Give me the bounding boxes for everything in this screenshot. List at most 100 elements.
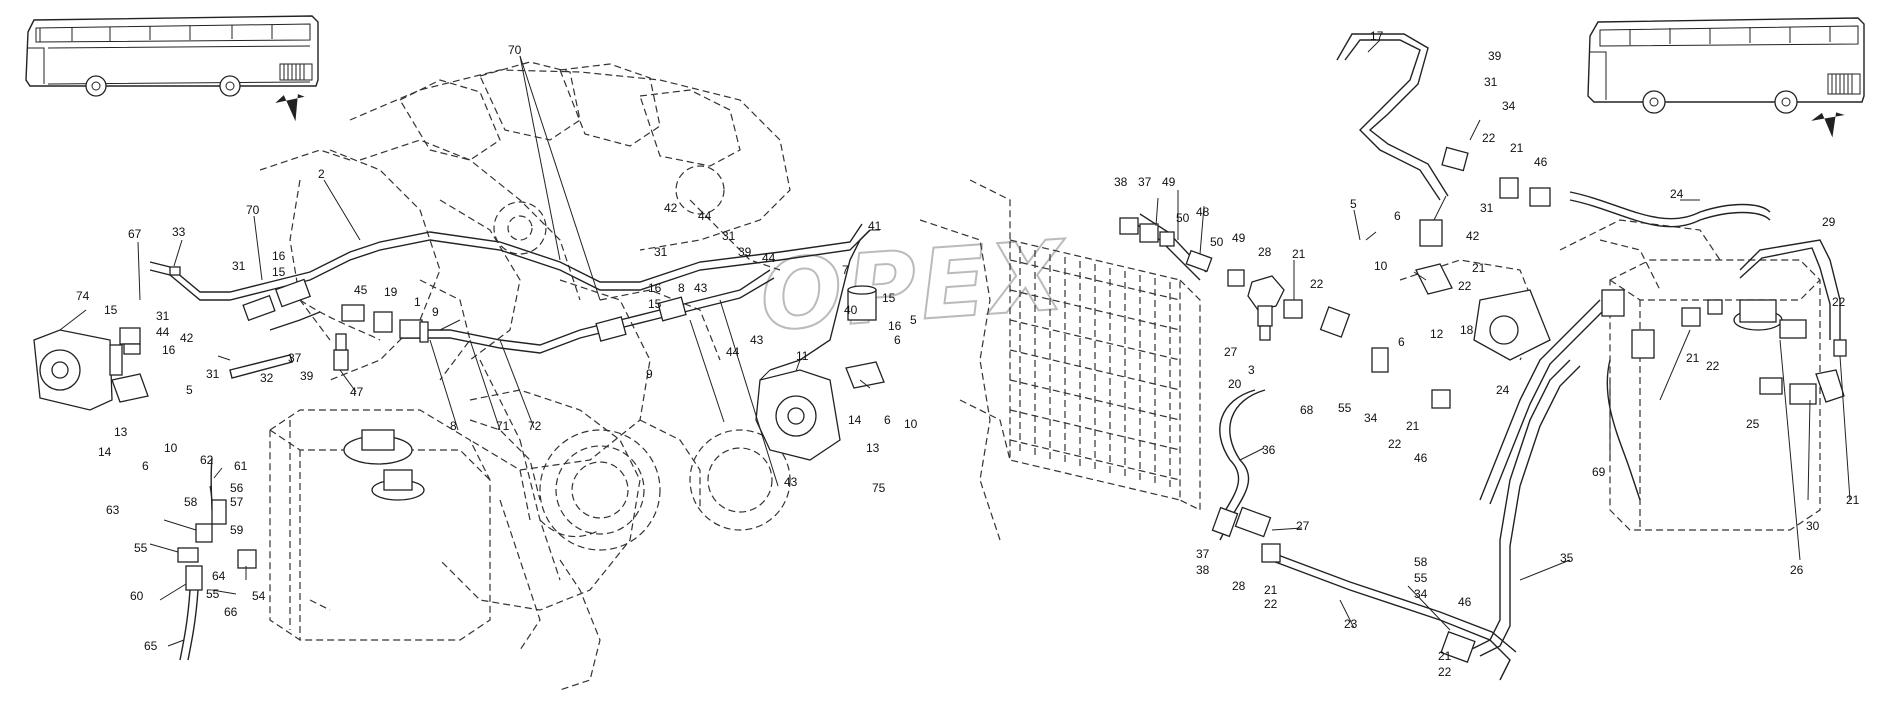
callout-label: 41 [868,219,882,233]
callout-label: 16 [162,343,176,357]
callout-label: 48 [1196,205,1210,219]
callout-label: 21 [1264,583,1278,597]
callout-label: 7 [842,263,849,277]
callout-label: 31 [654,245,668,259]
callout-label: 68 [1300,403,1314,417]
callout-label: 21 [1846,493,1860,507]
callout-label: 30 [1806,519,1820,533]
callout-label: 71 [496,419,510,433]
callout-label: 8 [450,419,457,433]
callout-label: 43 [750,333,764,347]
callout-label: 6 [1398,335,1405,349]
callout-label: 35 [1560,551,1574,565]
callout-label: 12 [1430,327,1444,341]
radiator [919,179,1201,541]
callout-label: 21 [1292,247,1306,261]
callout-label: 49 [1162,175,1176,189]
callout-label: 42 [1466,229,1480,243]
watermark: OPEX [757,219,1072,352]
callout-label: 21 [1472,261,1486,275]
callout-label: 8 [678,281,685,295]
callout-label: 2 [318,167,325,181]
callout-label: 67 [128,227,142,241]
callout-label: 31 [232,259,246,273]
callout-label: 44 [698,209,712,223]
callout-label: 21 [1438,649,1452,663]
callout-label: 55 [134,541,148,555]
callout-label: 39 [300,369,314,383]
callout-label: 10 [164,441,178,455]
callout-label: 28 [1232,579,1246,593]
callout-label: 34 [1364,411,1378,425]
callout-label: 36 [1262,443,1276,457]
callout-label: 50 [1210,235,1224,249]
callout-label: 43 [694,281,708,295]
callout-label: 70 [246,203,260,217]
components [33,146,1847,663]
callout-label: 42 [180,331,194,345]
callout-label: 58 [1414,555,1428,569]
callout-label: 65 [144,639,158,653]
callout-label: 31 [1484,75,1498,89]
callout-label: 27 [1224,345,1238,359]
callout-label: 22 [1264,597,1278,611]
callout-label: 22 [1458,279,1472,293]
callout-label: 72 [528,419,542,433]
callout-label: 24 [1496,383,1510,397]
callout-label: 15 [104,303,118,317]
callout-label: 37 [1138,175,1152,189]
callout-label: 19 [384,285,398,299]
callout-label: 21 [1686,351,1700,365]
callout-label: 33 [172,225,186,239]
callout-label: 15 [648,297,662,311]
callout-label: 44 [726,345,740,359]
callout-label: 13 [866,441,880,455]
bus-thumbnail-left [25,15,319,122]
callout-label: 37 [1196,547,1210,561]
callout-label: 44 [156,325,170,339]
bus-thumbnail-right [1587,17,1865,138]
callout-label: 55 [1414,571,1428,585]
callout-label: 29 [1822,215,1836,229]
engine-outline [259,61,791,691]
callout-label: 43 [784,475,798,489]
callout-label: 22 [1388,437,1402,451]
callout-label: 34 [1502,99,1516,113]
callout-label: 9 [646,367,653,381]
callout-label: 6 [884,413,891,427]
callout-label: 32 [260,371,274,385]
callout-label: 46 [1534,155,1548,169]
callout-label: 55 [206,587,220,601]
callout-label: 16 [648,281,662,295]
callout-label: 27 [1296,519,1310,533]
callout-label: 39 [1488,49,1502,63]
callout-label: 38 [1114,175,1128,189]
callout-label: 62 [200,453,214,467]
tank-right-outline [1399,219,1821,531]
callout-label: 63 [106,503,120,517]
callout-label: 75 [872,481,886,495]
callout-label: 21 [1510,141,1524,155]
callout-label: 31 [1480,201,1494,215]
callout-label: 14 [848,413,862,427]
callout-label: 47 [350,385,364,399]
callout-label: 16 [272,249,286,263]
callout-label: 44 [762,251,776,265]
callout-label: 26 [1790,563,1804,577]
callout-label: 22 [1482,131,1496,145]
callout-label: 24 [1670,187,1684,201]
callout-label: 34 [1414,587,1428,601]
callout-label: 6 [894,333,901,347]
callout-label: 42 [664,201,678,215]
callout-label: 55 [1338,401,1352,415]
callout-label: 13 [114,425,128,439]
callout-label: 60 [130,589,144,603]
callout-label: 40 [844,303,858,317]
callout-label: 16 [888,319,902,333]
callout-label: 54 [252,589,266,603]
callout-label: 56 [230,481,244,495]
callout-label: 23 [1344,617,1358,631]
callout-label: 31 [156,309,170,323]
callout-label: 22 [1706,359,1720,373]
